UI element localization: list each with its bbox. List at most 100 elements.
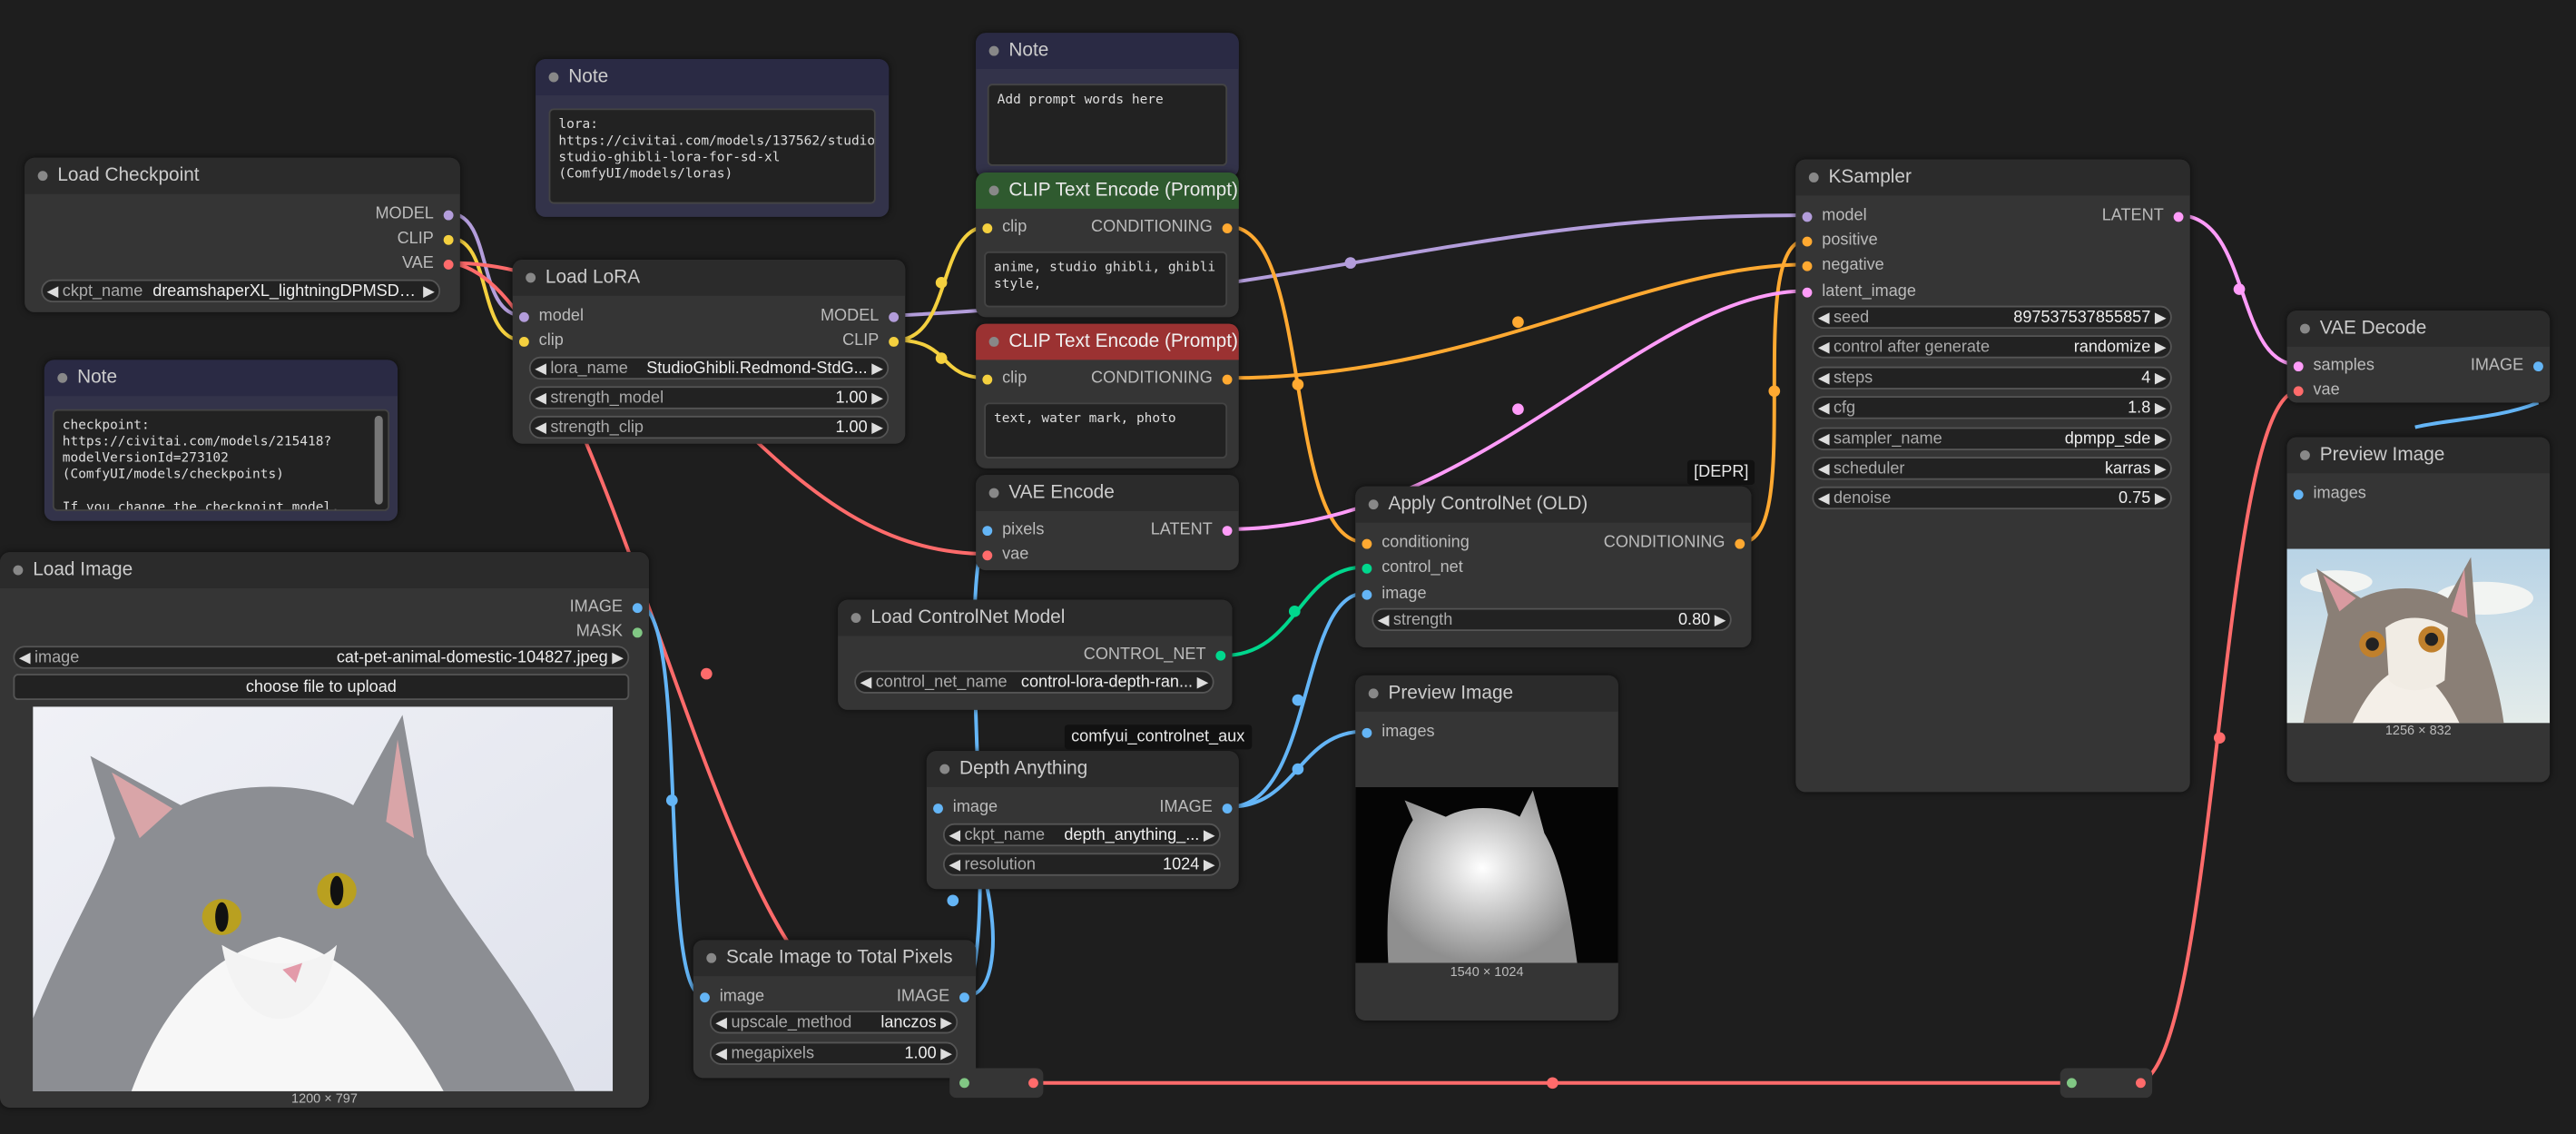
output-latent[interactable]: LATENT — [2102, 207, 2184, 225]
input-vae[interactable]: vae — [982, 546, 1028, 564]
arrow-left-icon[interactable]: ◀ — [535, 418, 546, 435]
arrow-left-icon[interactable]: ◀ — [18, 648, 31, 666]
arrow-right-icon[interactable]: ▶ — [2154, 398, 2167, 416]
note-prompt-node[interactable]: Note Add prompt words here — [976, 33, 1239, 178]
arrow-right-icon[interactable]: ▶ — [2154, 488, 2167, 506]
port-dot[interactable] — [2066, 1078, 2077, 1089]
node-header[interactable]: Scale Image to Total Pixels — [693, 940, 977, 977]
port-dot[interactable] — [443, 209, 454, 220]
port-dot[interactable] — [1222, 222, 1233, 233]
output-image[interactable]: IMAGE — [570, 598, 643, 616]
arrow-left-icon[interactable]: ◀ — [46, 281, 59, 299]
collapse-dot-icon[interactable] — [988, 45, 999, 56]
node-header[interactable]: VAE Decode — [2286, 311, 2551, 347]
arrow-left-icon[interactable]: ◀ — [949, 855, 960, 873]
collapse-dot-icon[interactable] — [37, 171, 48, 182]
collapse-dot-icon[interactable] — [1368, 499, 1379, 510]
vae-decode-node[interactable]: VAE Decode samples vae IMAGE — [2286, 311, 2551, 403]
port-dot[interactable] — [1028, 1078, 1038, 1089]
apply-controlnet-node[interactable]: Apply ControlNet (OLD) conditioning cont… — [1355, 486, 1752, 648]
note-text[interactable]: checkpoint: https://civitai.com/models/2… — [52, 409, 389, 511]
output-mask[interactable]: MASK — [576, 623, 643, 641]
collapse-dot-icon[interactable] — [57, 372, 68, 383]
port-dot[interactable] — [443, 233, 454, 244]
port-dot[interactable] — [1362, 537, 1372, 548]
node-header[interactable]: Depth Anything — [926, 751, 1239, 787]
arrow-right-icon[interactable]: ▶ — [871, 359, 883, 376]
output-clip[interactable]: CLIP — [398, 230, 454, 248]
prompt-textarea[interactable]: text, water mark, photo — [984, 402, 1228, 459]
preview-image-depth-node[interactable]: Preview Image images 1540 × 1024 — [1355, 675, 1618, 1021]
arrow-left-icon[interactable]: ◀ — [1817, 369, 1830, 386]
port-dot[interactable] — [889, 311, 900, 321]
arrow-right-icon[interactable]: ▶ — [612, 648, 624, 666]
input-clip[interactable]: clip — [982, 370, 1027, 388]
input-model[interactable]: model — [518, 307, 584, 325]
node-header[interactable]: Note — [536, 59, 890, 95]
arrow-right-icon[interactable]: ▶ — [2154, 459, 2167, 476]
upload-button[interactable]: choose file to upload — [13, 674, 630, 701]
collapse-dot-icon[interactable] — [939, 764, 950, 774]
output-clip[interactable]: CLIP — [842, 332, 900, 350]
arrow-left-icon[interactable]: ◀ — [860, 673, 872, 690]
collapse-dot-icon[interactable] — [850, 613, 861, 623]
port-dot[interactable] — [959, 991, 969, 1002]
collapse-dot-icon[interactable] — [706, 952, 717, 963]
node-header[interactable]: Preview Image — [2286, 437, 2551, 474]
port-dot[interactable] — [2293, 488, 2304, 499]
collapse-dot-icon[interactable] — [988, 488, 999, 498]
arrow-left-icon[interactable]: ◀ — [1817, 459, 1830, 476]
port-dot[interactable] — [2173, 211, 2184, 222]
port-dot[interactable] — [2293, 385, 2304, 396]
port-dot[interactable] — [2293, 360, 2304, 371]
port-dot[interactable] — [1802, 286, 1813, 297]
arrow-right-icon[interactable]: ▶ — [2154, 369, 2167, 386]
port-dot[interactable] — [632, 602, 643, 613]
node-header[interactable]: Load Checkpoint — [25, 157, 460, 194]
collapse-dot-icon[interactable] — [988, 337, 999, 347]
port-dot[interactable] — [889, 336, 900, 347]
input-pixels[interactable]: pixels — [982, 521, 1044, 539]
node-header[interactable]: VAE Encode — [976, 475, 1239, 511]
arrow-left-icon[interactable]: ◀ — [1817, 488, 1830, 506]
arrow-left-icon[interactable]: ◀ — [1377, 610, 1390, 627]
node-header[interactable]: KSampler — [1795, 159, 2190, 196]
preview-image-final-node[interactable]: Preview Image images 1256 × 832 — [2286, 437, 2551, 783]
port-dot[interactable] — [1222, 803, 1233, 814]
output-image[interactable]: IMAGE — [897, 988, 969, 1006]
arrow-right-icon[interactable]: ▶ — [423, 281, 435, 299]
input-clip[interactable]: clip — [518, 332, 564, 350]
port-dot[interactable] — [1362, 588, 1372, 599]
output-control-net[interactable]: CONTROL_NET — [1084, 646, 1226, 664]
node-header[interactable]: CLIP Text Encode (Prompt) — [976, 323, 1239, 360]
node-header[interactable]: Load LoRA — [512, 259, 906, 296]
input-negative[interactable]: negative — [1802, 256, 1884, 274]
output-latent[interactable]: LATENT — [1151, 521, 1233, 539]
arrow-left-icon[interactable]: ◀ — [715, 1012, 727, 1030]
output-conditioning[interactable]: CONDITIONING — [1091, 219, 1233, 237]
port-dot[interactable] — [700, 991, 710, 1002]
cat-photo-image[interactable] — [33, 706, 614, 1091]
port-dot[interactable] — [2533, 360, 2543, 371]
arrow-right-icon[interactable]: ▶ — [940, 1012, 952, 1030]
port-dot[interactable] — [1215, 649, 1226, 660]
node-header[interactable]: Apply ControlNet (OLD) — [1355, 486, 1752, 523]
depth-map-image[interactable] — [1355, 786, 1618, 963]
input-clip[interactable]: clip — [982, 219, 1027, 237]
output-image[interactable]: IMAGE — [2471, 357, 2543, 375]
clip-text-encode-negative-node[interactable]: CLIP Text Encode (Prompt) clip CONDITION… — [976, 323, 1239, 468]
port-dot[interactable] — [933, 803, 943, 814]
input-images[interactable]: images — [2293, 485, 2366, 503]
collapse-dot-icon[interactable] — [548, 72, 559, 83]
